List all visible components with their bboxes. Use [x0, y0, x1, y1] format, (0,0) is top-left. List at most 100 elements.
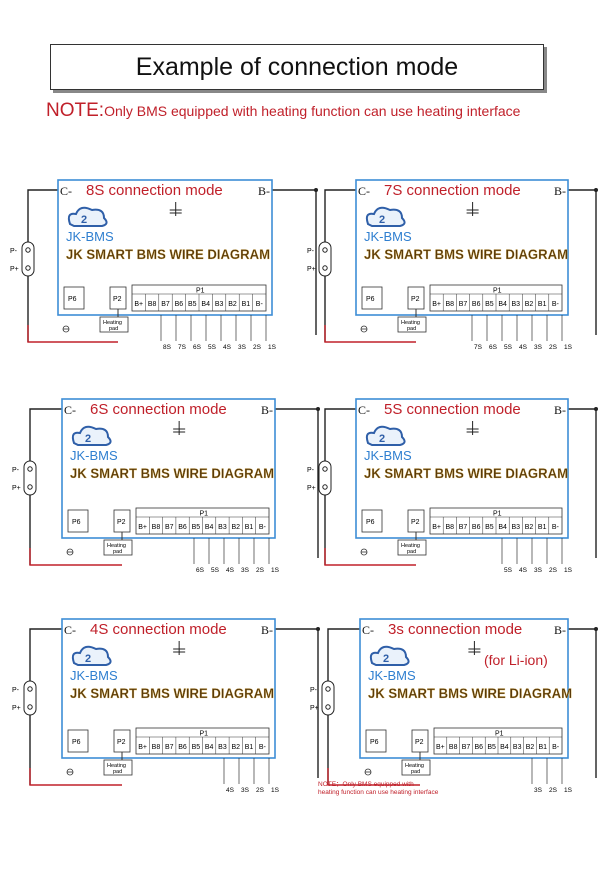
junction-dot	[594, 627, 598, 631]
switch-icon	[173, 421, 186, 435]
pin-label-b5: B5	[192, 744, 201, 751]
page-title: Example of connection mode	[135, 52, 459, 81]
port-p6	[361, 286, 383, 310]
wire-b-minus	[568, 408, 597, 558]
pin-label-b2: B2	[525, 301, 534, 308]
pin-label-bminus: B-	[552, 301, 560, 308]
b-minus-label: B-	[554, 184, 566, 198]
heating-pad-label-1: Heating	[107, 543, 126, 549]
c-minus-label: C-	[358, 403, 370, 417]
pin-label-b7: B7	[459, 301, 468, 308]
pin-label-b5: B5	[487, 744, 496, 751]
p-minus-label: P-	[307, 248, 315, 255]
cloud-logo-digit: 2	[85, 653, 91, 665]
pin-label-bminus: B-	[552, 524, 560, 531]
wire-c-minus	[324, 189, 360, 342]
pin-label-b1: B1	[538, 524, 547, 531]
c-minus-label: C-	[60, 184, 72, 198]
pin-label-b7: B7	[459, 524, 468, 531]
pin-label-b1: B1	[245, 744, 254, 751]
pin-label-b6: B6	[178, 524, 187, 531]
cell-label-3s: 3S	[241, 787, 250, 794]
cell-label-6s: 6S	[196, 567, 205, 574]
load-connector	[318, 460, 332, 496]
heating-pad	[397, 539, 427, 556]
pin-label-b8: B8	[148, 301, 157, 308]
pin-label-b3: B3	[218, 744, 227, 751]
cloud-logo-digit: 2	[379, 214, 385, 226]
b-minus-label: B-	[258, 184, 270, 198]
heating-pad-label-2: pad	[407, 549, 416, 555]
cell-label-2s: 2S	[549, 787, 558, 794]
p-minus-label: P-	[12, 687, 20, 694]
junction-dot	[314, 188, 318, 192]
cell-label-4s: 4S	[519, 567, 528, 574]
load-connector	[21, 241, 35, 277]
cloud-logo-icon	[67, 206, 108, 227]
p-minus-terminal	[325, 686, 331, 692]
heating-pad-label-1: Heating	[107, 763, 126, 769]
cell-label-1s: 1S	[268, 344, 277, 351]
pin-label-b2: B2	[526, 744, 535, 751]
wire-b-minus	[275, 628, 319, 778]
p-plus-label: P+	[12, 485, 21, 492]
title-box: Example of connection mode	[50, 44, 544, 90]
bottom-note: NOTE：Only BMS equipped with heating func…	[318, 781, 518, 796]
pin-label-b6: B6	[175, 301, 184, 308]
pin-label-b1: B1	[242, 301, 251, 308]
cloud-logo-digit: 2	[383, 653, 389, 665]
pin-label-b8: B8	[446, 524, 455, 531]
cell-label-3s: 3S	[241, 567, 250, 574]
p-plus-terminal	[322, 484, 328, 490]
p-minus-terminal	[27, 686, 33, 692]
wire-c-minus	[27, 189, 62, 342]
cell-label-5s: 5S	[504, 567, 513, 574]
cell-label-5s: 5S	[504, 344, 513, 351]
pin-label-bminus: B-	[552, 744, 560, 751]
wire-red-return	[324, 325, 416, 343]
diagram-title: JK SMART BMS WIRE DIAGRAM	[70, 465, 274, 481]
b-minus-label: B-	[261, 403, 273, 417]
pin-label-b2: B2	[231, 524, 240, 531]
pin-label-b7: B7	[161, 301, 170, 308]
pin-label-b2: B2	[231, 744, 240, 751]
pin-label-b4: B4	[498, 301, 507, 308]
mode-title: 7S connection mode	[384, 182, 521, 199]
switch-icon	[169, 202, 182, 216]
wire-red-return	[27, 325, 118, 343]
p-plus-label: P+	[12, 705, 21, 712]
port-p1-label: P1	[495, 731, 504, 738]
pin-label-b1: B1	[245, 524, 254, 531]
mode-title: 8S connection mode	[86, 182, 223, 199]
load-connector	[321, 680, 335, 716]
cell-label-5s: 5S	[211, 567, 220, 574]
cell-label-6s: 6S	[489, 344, 498, 351]
pin-label-bplus: B+	[138, 744, 147, 751]
pin-label-bplus: B+	[432, 301, 441, 308]
port-p1-label: P1	[493, 288, 502, 295]
port-p6-label: P6	[72, 519, 81, 526]
p-minus-label: P-	[307, 467, 315, 474]
cell-label-2s: 2S	[256, 787, 265, 794]
pin-label-b3: B3	[218, 524, 227, 531]
cell-label-7s: 7S	[178, 344, 187, 351]
p-minus-terminal	[322, 466, 328, 472]
brand-name: JK-BMS	[364, 229, 412, 244]
heating-pad-label-1: Heating	[401, 543, 420, 549]
heating-pad-label-1: Heating	[405, 763, 424, 769]
b-minus-label: B-	[554, 623, 566, 637]
diagram-title: JK SMART BMS WIRE DIAGRAM	[364, 246, 568, 262]
pin-label-bplus: B+	[432, 524, 441, 531]
pin-label-b3: B3	[513, 744, 522, 751]
bottom-note-line-1: NOTE：Only BMS equipped with	[318, 781, 414, 788]
port-p1-label: P1	[493, 511, 502, 518]
cell-label-3s: 3S	[534, 787, 543, 794]
wire-c-minus	[324, 408, 360, 565]
cell-label-2s: 2S	[549, 344, 558, 351]
cell-label-2s: 2S	[253, 344, 262, 351]
diagram-title: JK SMART BMS WIRE DIAGRAM	[368, 685, 572, 701]
port-p6	[67, 729, 89, 753]
cell-label-3s: 3S	[534, 567, 543, 574]
heating-pad-label-2: pad	[113, 549, 122, 555]
